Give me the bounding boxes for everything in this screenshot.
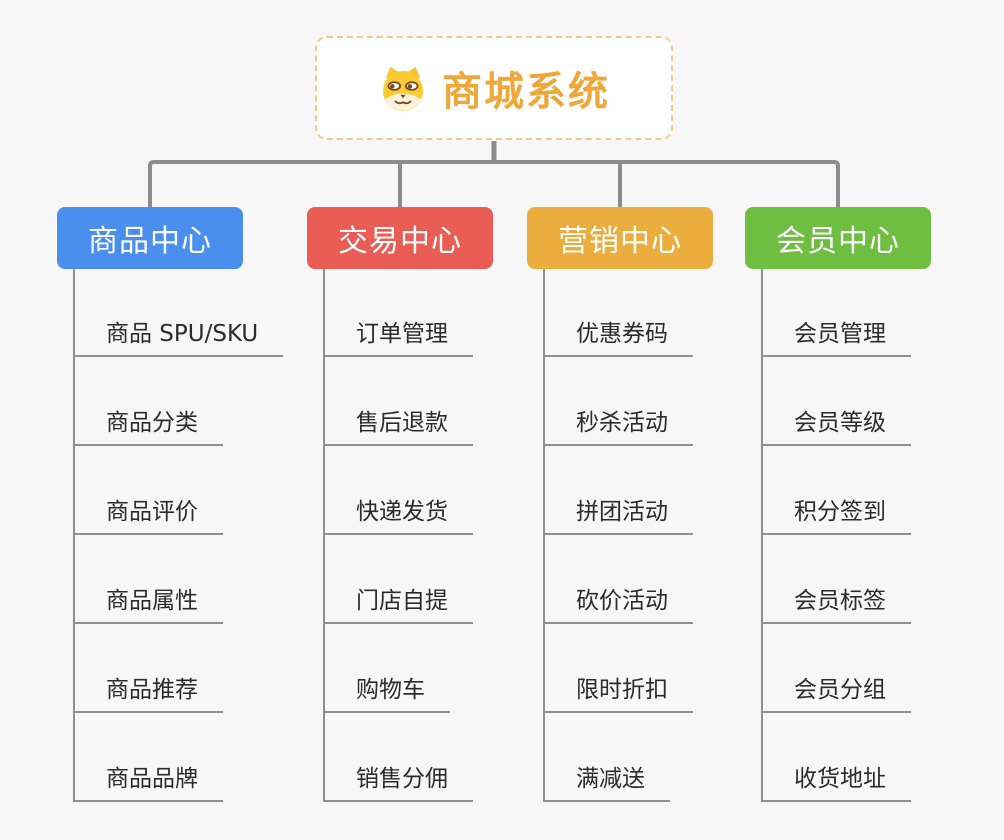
root-title: 商城系统 — [442, 69, 610, 115]
child-trunk-line — [73, 269, 75, 802]
root-node[interactable]: 商城系统 — [315, 36, 673, 140]
leaf-node[interactable]: 收货地址 — [761, 760, 911, 802]
branch-label: 营销中心 — [558, 224, 682, 259]
child-trunk-line — [323, 269, 325, 802]
branch-box-marketing-center[interactable]: 营销中心 — [527, 207, 713, 269]
leaf-node[interactable]: 积分签到 — [761, 493, 911, 535]
leaf-node[interactable]: 商品品牌 — [73, 760, 223, 802]
leaf-node[interactable]: 购物车 — [323, 671, 450, 713]
leaf-node[interactable]: 订单管理 — [323, 315, 473, 357]
child-trunk-line — [543, 269, 545, 802]
leaf-node[interactable]: 优惠券码 — [543, 315, 693, 357]
leaf-node[interactable]: 销售分佣 — [323, 760, 473, 802]
branch-box-trade-center[interactable]: 交易中心 — [307, 207, 493, 269]
branch-box-member-center[interactable]: 会员中心 — [745, 207, 931, 269]
leaf-node[interactable]: 会员分组 — [761, 671, 911, 713]
leaf-node[interactable]: 售后退款 — [323, 404, 473, 446]
leaf-node[interactable]: 砍价活动 — [543, 582, 693, 624]
branch-label: 交易中心 — [338, 224, 462, 259]
leaf-node[interactable]: 商品属性 — [73, 582, 223, 624]
leaf-node[interactable]: 满减送 — [543, 760, 670, 802]
child-trunk-line — [761, 269, 763, 802]
dog-face-icon — [378, 65, 428, 112]
leaf-node[interactable]: 商品分类 — [73, 404, 223, 446]
leaf-node[interactable]: 门店自提 — [323, 582, 473, 624]
branch-label: 商品中心 — [88, 224, 212, 259]
leaf-node[interactable]: 商品评价 — [73, 493, 223, 535]
leaf-node[interactable]: 会员等级 — [761, 404, 911, 446]
leaf-node[interactable]: 会员标签 — [761, 582, 911, 624]
branch-label: 会员中心 — [776, 224, 900, 259]
leaf-node[interactable]: 快递发货 — [323, 493, 473, 535]
leaf-node[interactable]: 商品 SPU/SKU — [73, 315, 284, 357]
leaf-node[interactable]: 限时折扣 — [543, 671, 693, 713]
leaf-node[interactable]: 商品推荐 — [73, 671, 223, 713]
leaf-node[interactable]: 拼团活动 — [543, 493, 693, 535]
branch-box-product-center[interactable]: 商品中心 — [57, 207, 243, 269]
leaf-node[interactable]: 会员管理 — [761, 315, 911, 357]
leaf-node[interactable]: 秒杀活动 — [543, 404, 693, 446]
